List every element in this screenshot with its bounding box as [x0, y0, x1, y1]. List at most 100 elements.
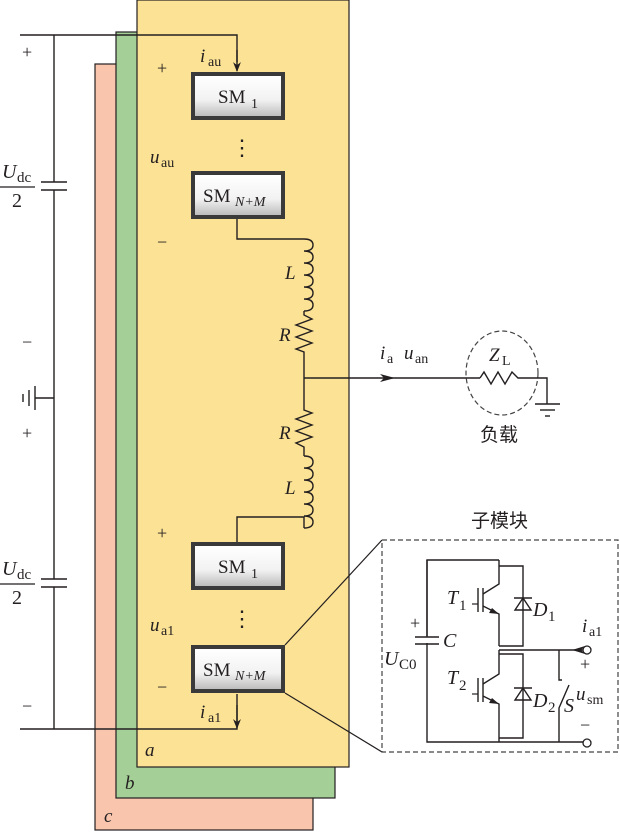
upper-arm-ellipsis: ⋮: [231, 135, 253, 160]
output-current-arrow: [380, 374, 395, 382]
terminal-current-arrow: [572, 646, 585, 654]
svg-text:i: i: [582, 616, 587, 637]
output-current-label: i a: [380, 343, 394, 367]
lower-inductor-icon: [303, 455, 314, 529]
upper-resistor-label: R: [278, 325, 291, 346]
dc-mid-plus: +: [22, 423, 32, 443]
submodule-capacitor-label: C: [443, 630, 457, 652]
svg-text:D: D: [532, 690, 548, 712]
svg-text:2: 2: [459, 678, 467, 694]
load-boundary: [465, 330, 539, 416]
phase-a-panel: [136, 0, 350, 768]
submodule-cap-plus: +: [410, 613, 420, 633]
svg-text:D: D: [532, 599, 548, 621]
lower-arm-minus: −: [157, 677, 167, 697]
terminal-positive[interactable]: [582, 645, 592, 655]
lower-arm-current-label: i a1: [200, 702, 221, 726]
load-impedance-label: Z L: [489, 345, 511, 369]
upper-udc-fraction: U dc 2: [0, 161, 35, 212]
svg-text:N+M: N+M: [234, 669, 267, 684]
terminal-plus: +: [580, 654, 590, 674]
svg-text:2: 2: [12, 587, 22, 609]
submodule-capacitor-icon: [415, 636, 439, 645]
svg-text:N+M: N+M: [234, 195, 267, 210]
svg-text:a1: a1: [161, 624, 174, 639]
dc-top-plus: +: [22, 42, 32, 62]
output-voltage-label: u an: [404, 343, 428, 367]
upper-arm-wire: [236, 219, 304, 240]
svg-text:u: u: [150, 615, 160, 636]
lower-submodule-n-plus-m[interactable]: SM N+M: [191, 645, 285, 693]
lower-submodule-1[interactable]: SM 1: [191, 542, 285, 590]
svg-text:L: L: [502, 354, 511, 369]
lower-arm-voltage-label: u a1: [150, 615, 174, 639]
submodule-cap-voltage-label: U C0: [384, 648, 417, 673]
svg-text:i: i: [380, 343, 385, 364]
phase-c-label: c: [104, 806, 113, 827]
svg-text:SM: SM: [203, 186, 231, 207]
terminal-negative[interactable]: [582, 738, 592, 748]
svg-text:u: u: [576, 684, 586, 705]
lower-arm-ellipsis: ⋮: [231, 606, 253, 631]
lower-udc-fraction: U dc 2: [0, 558, 35, 609]
upper-arm-voltage-label: u au: [150, 147, 174, 171]
svg-text:dc: dc: [17, 567, 32, 583]
svg-text:2: 2: [12, 190, 22, 212]
phase-b-label: b: [125, 773, 135, 794]
svg-text:U: U: [384, 648, 400, 670]
d1-label: D 1: [532, 599, 556, 625]
switch-label: S: [564, 695, 574, 717]
svg-text:1: 1: [459, 598, 467, 614]
svg-text:Z: Z: [489, 345, 500, 366]
ground-icon: [22, 386, 54, 410]
svg-text:T: T: [447, 667, 460, 689]
lower-dc-capacitor-icon: [41, 578, 67, 588]
svg-text:1: 1: [251, 567, 258, 582]
svg-text:SM: SM: [203, 660, 231, 681]
svg-text:i: i: [200, 46, 205, 67]
terminal-minus: −: [580, 715, 590, 735]
svg-text:a1: a1: [589, 625, 602, 640]
upper-inductor-label: L: [284, 263, 296, 284]
svg-text:a1: a1: [208, 711, 221, 726]
upper-dc-capacitor-icon: [41, 181, 67, 191]
svg-text:au: au: [208, 55, 221, 70]
upper-inductor-icon: [303, 238, 314, 312]
svg-text:a: a: [387, 352, 394, 367]
d2-label: D 2: [532, 690, 556, 716]
svg-text:an: an: [415, 352, 428, 367]
svg-text:1: 1: [548, 609, 556, 625]
dc-bottom-minus: −: [22, 696, 32, 716]
lower-inductor-label: L: [284, 478, 296, 499]
svg-text:U: U: [2, 558, 18, 580]
phase-a-label: a: [145, 740, 155, 761]
svg-text:SM: SM: [218, 87, 246, 108]
upper-resistor-icon: [294, 311, 314, 378]
submodule-title: 子模块: [471, 510, 528, 532]
upper-submodule-1[interactable]: SM 1: [191, 72, 285, 120]
upper-arm-current-label: i au: [200, 46, 221, 70]
svg-text:u: u: [404, 343, 414, 364]
lower-arm-wire: [236, 516, 305, 542]
upper-arm-plus: +: [157, 58, 167, 78]
submodule-circuit: [426, 559, 583, 743]
svg-text:sm: sm: [587, 693, 603, 708]
svg-text:1: 1: [251, 97, 258, 112]
svg-text:U: U: [2, 161, 18, 183]
callout-line-top: [284, 539, 383, 646]
svg-text:2: 2: [548, 700, 556, 716]
lower-resistor-icon: [294, 378, 314, 456]
terminal-current-label: i a1: [582, 616, 602, 640]
load-impedance-icon: [479, 370, 548, 404]
terminal-voltage-label: u sm: [576, 684, 603, 708]
t2-label: T 2: [447, 667, 467, 694]
svg-text:SM: SM: [218, 557, 246, 578]
svg-text:i: i: [200, 702, 205, 723]
lower-arm-plus: +: [157, 523, 167, 543]
lower-resistor-label: R: [278, 423, 291, 444]
svg-text:dc: dc: [17, 170, 32, 186]
upper-submodule-n-plus-m[interactable]: SM N+M: [191, 171, 285, 219]
svg-text:C0: C0: [399, 657, 417, 673]
callout-line-bottom: [284, 692, 383, 753]
